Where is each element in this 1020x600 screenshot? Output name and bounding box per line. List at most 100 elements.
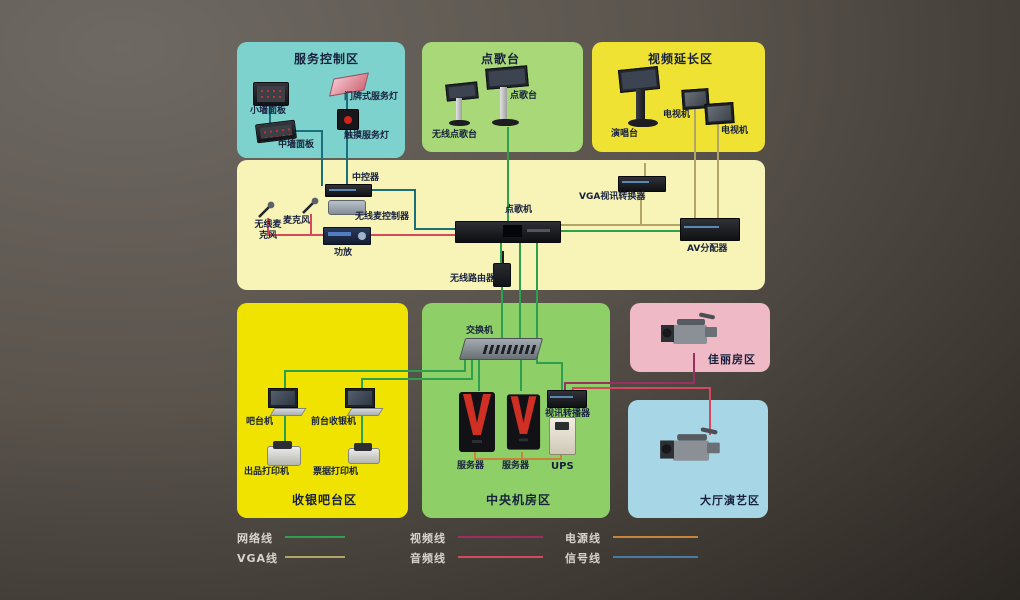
wire (474, 458, 562, 460)
legend-line-signal (613, 556, 698, 558)
legend-label-network: 网络线 (237, 532, 273, 545)
wire (709, 387, 711, 435)
wire (694, 108, 696, 219)
wire (500, 241, 502, 263)
wire (414, 189, 416, 230)
wire (717, 123, 719, 219)
wire (464, 358, 466, 371)
zone-title-service-control: 服务控制区 (294, 52, 360, 66)
wireless-song-station-screen (445, 81, 479, 102)
legend-label-signal: 信号线 (565, 552, 601, 565)
wire (507, 127, 509, 223)
server2-device (506, 391, 541, 453)
wire (269, 104, 271, 124)
song-station-screen (485, 65, 529, 90)
wire (519, 241, 521, 340)
wire (284, 370, 466, 372)
central-controller-device (325, 184, 372, 197)
wireless-song-station-base (449, 120, 470, 126)
wire (561, 362, 563, 390)
legend-line-video (458, 536, 543, 538)
video-relay-device (547, 390, 587, 408)
stage-station-label: 演唱台 (611, 129, 639, 139)
bar-pc-keyboard (269, 408, 307, 416)
av-distributor-label: AV分配器 (687, 244, 728, 254)
server2-label: 服务器 (502, 461, 530, 471)
wire (640, 191, 642, 224)
switch-device (458, 338, 544, 360)
legend-label-vga: VGA线 (237, 552, 279, 565)
zone-title-video-extension: 视频延长区 (648, 52, 714, 66)
lobby-camera-icon (658, 424, 724, 474)
wire (536, 241, 538, 364)
wire (370, 189, 416, 191)
vga-converter-label: VGA视讯转换器 (579, 192, 646, 202)
zone-title-cashier: 收银吧台区 (292, 493, 358, 507)
tv2-device (704, 102, 735, 125)
wire (478, 358, 480, 391)
server1-device (458, 391, 496, 453)
wireless-mic-label: 无线麦克风 (254, 220, 282, 241)
wire (564, 383, 566, 391)
wire (564, 382, 695, 384)
wire (267, 218, 269, 235)
wire (572, 387, 574, 391)
song-station-base (492, 119, 519, 126)
bar-pc-monitor (268, 388, 298, 408)
amplifier-label: 功放 (334, 248, 353, 258)
legend-label-video: 视频线 (410, 532, 446, 545)
song-station-pole (500, 87, 507, 119)
wire (644, 163, 646, 177)
wireless-router-label: 无线路由器 (450, 274, 496, 284)
ups-device (549, 417, 576, 455)
wire (284, 412, 286, 442)
product-printer-device (267, 441, 301, 466)
wireless-router-device (493, 251, 511, 287)
wire (474, 452, 476, 459)
small-wall-panel-label: 小墙面板 (250, 106, 287, 116)
zone-title-beauty-room: 佳丽房区 (708, 353, 756, 366)
wireless-song-station-pole (456, 98, 462, 120)
wire (693, 353, 695, 384)
mic-label: 麦克风 (283, 216, 311, 226)
wireless-mic-controller-label: 无线麦控制器 (355, 212, 410, 222)
wire (361, 412, 363, 445)
wire (536, 362, 563, 364)
wire (346, 92, 348, 111)
wire (572, 387, 711, 389)
small-wall-panel-device (253, 82, 289, 106)
legend-line-audio (458, 556, 543, 558)
stage-station-base (628, 119, 658, 127)
zone-title-machine-room: 中央机房区 (486, 493, 552, 507)
zone-title-song-station: 点歌台 (481, 52, 521, 66)
legend-label-power: 电源线 (565, 532, 601, 545)
central-controller-label: 中控器 (352, 173, 380, 183)
switch-label: 交换机 (466, 326, 494, 336)
door-service-light-label: 门牌式服务灯 (344, 92, 399, 102)
legend-line-network (285, 536, 345, 538)
wireless-mic-icon (256, 200, 276, 220)
tv1-label: 电视机 (663, 110, 691, 120)
product-printer-label: 出品打印机 (244, 467, 290, 477)
bar-pc-label: 吧台机 (246, 417, 274, 427)
wire (471, 358, 473, 379)
ups-label: UPS (551, 461, 574, 472)
zone-title-lobby: 大厅演艺区 (700, 494, 760, 507)
touch-service-light-label: 触摸服务灯 (344, 131, 390, 141)
wireless-mic-controller-device (328, 200, 366, 215)
touch-service-light-device (337, 109, 359, 130)
song-machine-label: 点歌机 (505, 205, 533, 215)
beauty-room-camera-icon (659, 310, 721, 356)
wire (294, 130, 323, 132)
wire (501, 285, 503, 340)
server1-label: 服务器 (457, 461, 485, 471)
mic-icon (300, 196, 320, 216)
receipt-printer-device (348, 443, 380, 464)
wire (560, 452, 562, 459)
legend-label-audio: 音频线 (410, 552, 446, 565)
wire (284, 370, 286, 390)
tv2-label: 电视机 (721, 126, 749, 136)
wire (346, 128, 348, 186)
front-desk-pc-label: 前台收银机 (311, 417, 357, 427)
vga-converter-device (618, 176, 666, 192)
